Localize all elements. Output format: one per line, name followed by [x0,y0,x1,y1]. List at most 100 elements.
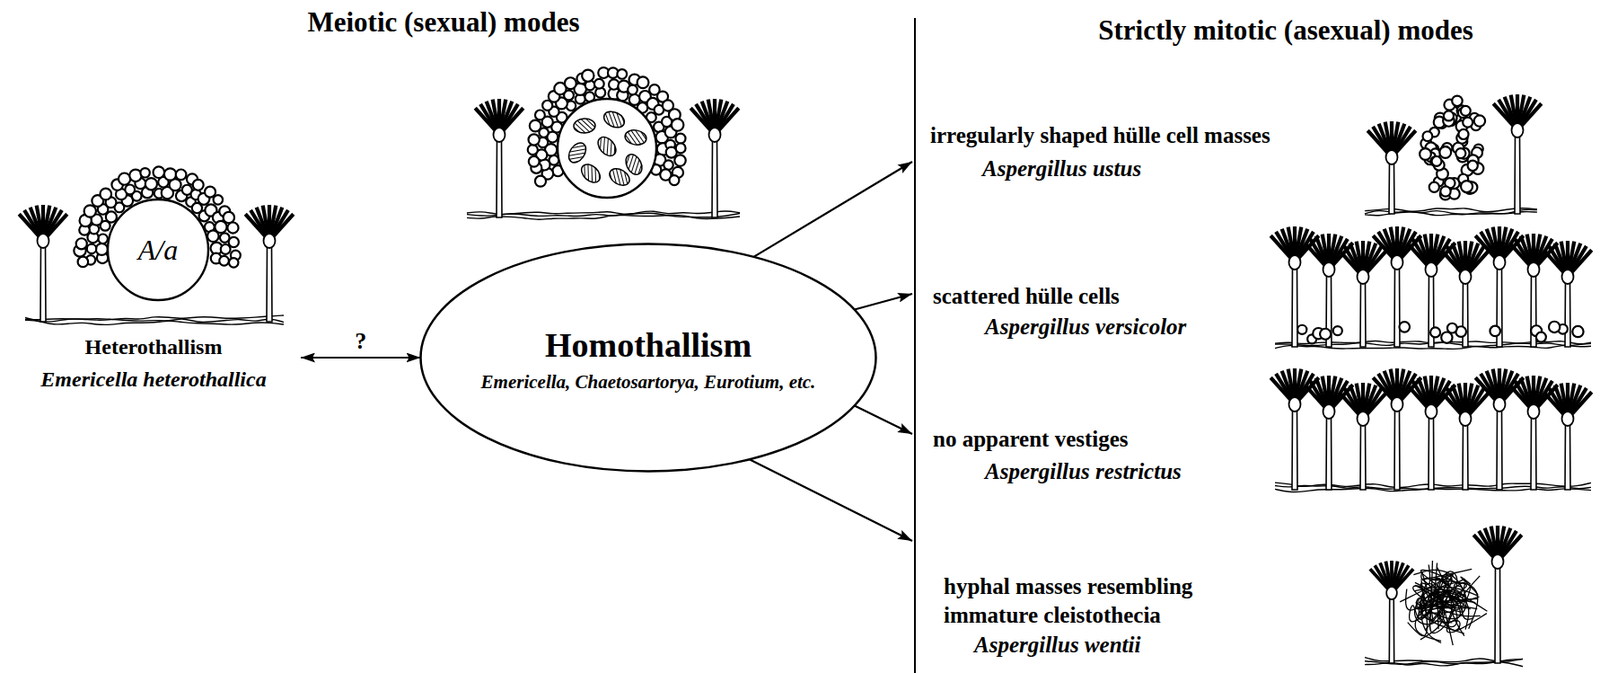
conidiophore-stalk [1389,597,1394,663]
conidiophore-stalk [1360,281,1366,347]
conidiophore [1473,525,1522,663]
tangled-hypha [1415,564,1431,609]
derivation-arrow [854,293,913,310]
taxon-label: Aspergillus ustus [982,155,1142,183]
hulle-cell [145,177,158,190]
ascus [606,165,633,189]
substrate-hypha [25,319,284,325]
derivation-arrow [854,404,913,434]
taxon-label: Aspergillus versicolor [984,313,1187,341]
hulle-cell [1572,325,1583,337]
hulle-cell [228,257,238,267]
hulle-cell [97,233,108,244]
vesicle [1562,411,1574,426]
mode-label: hyphal masses resembling immature cleist… [943,571,1231,630]
hulle-cell [1398,321,1410,333]
conidiophore-stalk [496,139,502,218]
vesicle [1492,553,1504,569]
hulle-cell [1443,110,1454,121]
hulle-cell [1440,185,1451,196]
hulle-cell [1319,328,1331,340]
conidiophore-stalk [1292,408,1298,490]
mode-group: A/aHeterothallismEmericella heterothalli… [7,159,301,398]
conidial-chain [1395,130,1416,153]
cleistothecium-wall [557,98,657,198]
section-divider [914,17,916,673]
vesicle [263,233,276,248]
vesicle [1528,404,1540,419]
hulle-cell [671,118,685,132]
taxon-label: Heterothallism [85,334,223,361]
vesicle [1357,269,1370,284]
hulle-cell [676,142,686,153]
mode-label: irregularly shaped hülle cell masses [930,122,1271,150]
hulle-cell [153,166,166,178]
hulle-cell [1460,180,1473,193]
taxon-label: Emericella, Chaetosartorya, Eurotium, et… [468,370,828,394]
hulle-cell [663,159,673,169]
vesicle [1289,254,1302,270]
section-heading: Meiotic (sexual) modes [307,5,580,39]
mode-group: irregularly shaped hülle cell massesAspe… [912,89,1536,220]
hulle-cell [228,237,239,247]
vesicle [709,127,721,142]
vesicle [1459,269,1472,284]
hulle-cell [1429,182,1440,193]
hulle-cell [118,173,131,185]
hulle-cell [1451,96,1463,107]
hulle-cell [1458,129,1469,140]
ascus [578,160,604,186]
ascus [565,140,590,167]
hulle-cell [96,243,108,255]
conidiophore [1441,382,1490,490]
conidiophore-stalk [1292,266,1298,347]
conidiophore [1543,382,1592,490]
hulle-cell [140,167,150,177]
vesicle [1494,396,1506,412]
hulle-cell [1460,105,1471,116]
conidiophore-stalk [1564,422,1571,490]
vesicle [1386,149,1398,165]
vesicle [1357,411,1370,426]
hulle-cell [164,167,176,180]
vesicle [1323,404,1336,419]
conidiophore [1543,240,1592,347]
hulle-cell [1430,326,1441,337]
conidiophore-stalk [1389,161,1395,214]
conidial-chain [46,213,68,237]
hulle-cell [227,221,238,233]
vesicle [1494,254,1506,270]
vesicle [493,127,506,142]
hulle-cell [669,175,680,185]
tangled-hypha [1415,589,1453,641]
hulle-cell [204,186,216,198]
substrate-hypha [466,214,740,220]
vesicle [1425,262,1438,277]
conidiophore [1338,240,1388,347]
conidial-chain [1571,391,1592,414]
vesicle [1562,269,1574,284]
conidiophore [18,204,68,322]
conidiophore-stalk [1564,281,1571,347]
ascus [624,128,648,147]
taxon-label: Aspergillus restrictus [984,457,1182,485]
hulle-cell [84,204,97,217]
conidiophore-stalk [1394,408,1400,490]
conidiophore [1370,560,1414,663]
hulle-cell [124,184,135,194]
ascus [573,118,597,134]
edge-label: ? [351,326,370,355]
taxon-label: Emericella heterothallica [40,366,266,393]
hulle-cell [564,77,577,89]
mode-label: A/a [138,232,178,267]
section-heading: Strictly mitotic (asexual) modes [1098,13,1474,47]
conidial-chain [1468,249,1490,273]
conidial-chain [272,213,294,237]
vesicle [1512,123,1524,138]
vesicle [1323,262,1336,277]
conidial-chain [1468,391,1490,414]
conidial-chain [1571,249,1592,273]
hulle-cell [1432,156,1442,167]
mode-label: Homothallism [545,325,752,367]
